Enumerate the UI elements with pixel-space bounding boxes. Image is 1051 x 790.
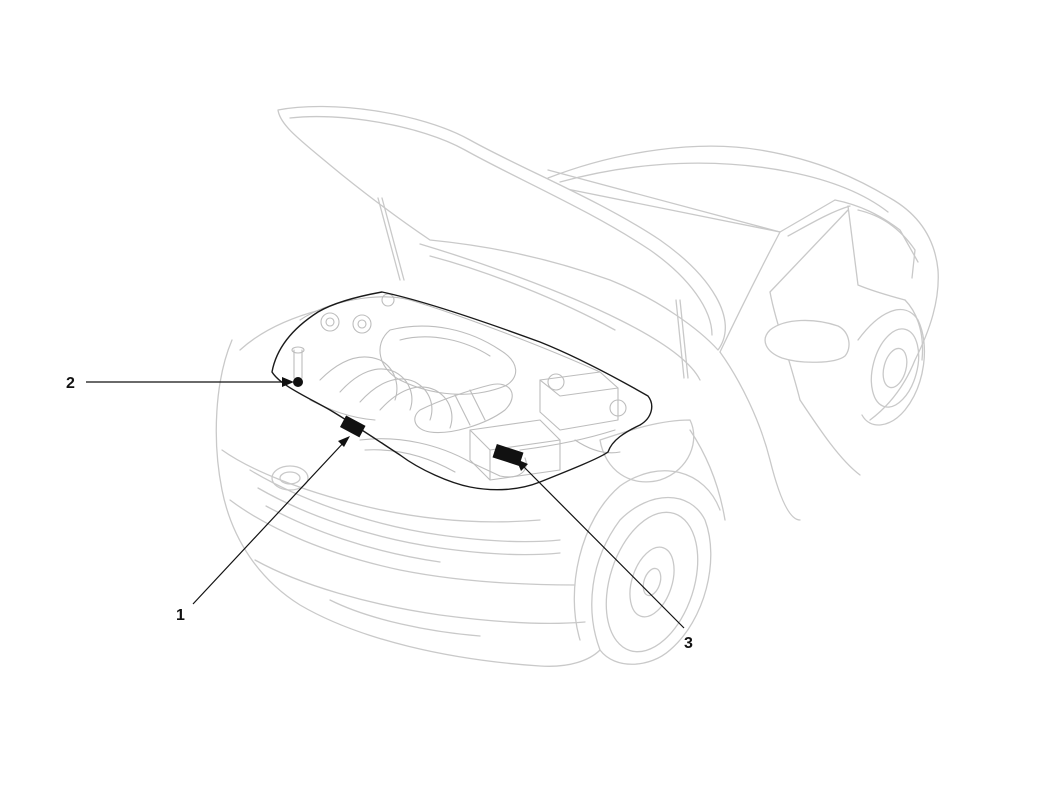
- callout-2-arrowhead: [282, 377, 294, 387]
- open-hood: [277, 105, 781, 381]
- callout-1-label: 1: [176, 607, 185, 624]
- engine-bay-outline: [271, 291, 653, 491]
- callout-2: 2: [66, 375, 303, 392]
- callout-3: 3: [492, 444, 693, 652]
- callout-2-label: 2: [66, 375, 75, 392]
- callout-2-marker: [293, 377, 303, 387]
- callout-1: 1: [176, 415, 366, 624]
- callout-1-marker: [340, 415, 366, 438]
- callout-3-marker: [492, 444, 524, 466]
- callout-1-arrowhead: [338, 436, 350, 447]
- callout-3-label: 3: [684, 635, 693, 652]
- engine-components: [291, 293, 627, 481]
- callout-3-leader: [519, 462, 685, 629]
- callout-1-leader: [192, 439, 347, 605]
- car-body: [215, 145, 939, 667]
- callout-3-arrowhead: [516, 459, 528, 471]
